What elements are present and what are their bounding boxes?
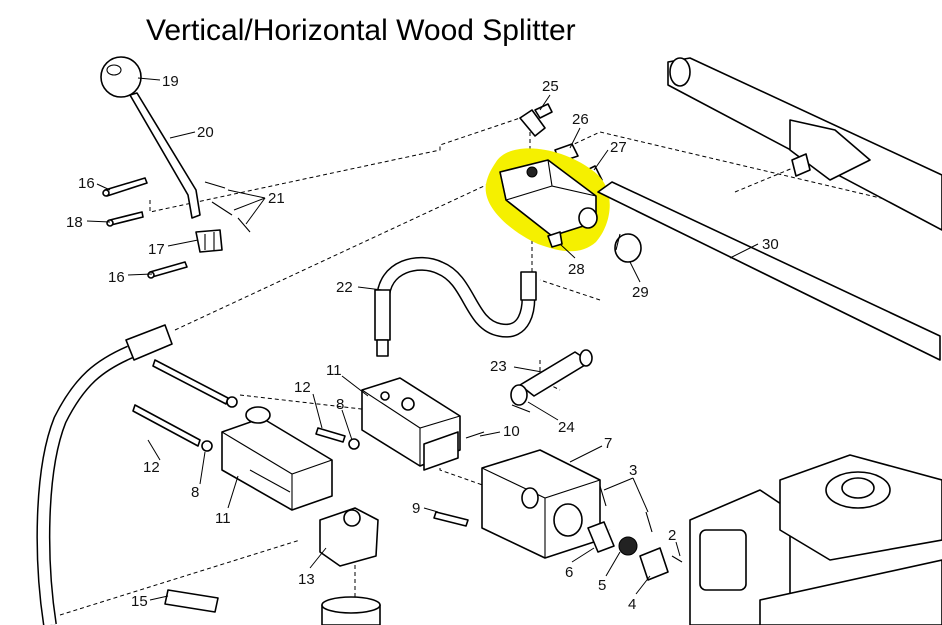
part-5-spider-insert [618,536,638,556]
part-18-bolt [106,211,144,227]
callout-4: 4 [628,596,636,613]
callout-13: 13 [298,571,315,588]
part-30-hydraulic-cylinder [597,57,942,361]
part-24-clamp [510,384,531,413]
part-11-valve-block-upper [361,377,461,471]
callout-5: 5 [598,577,606,594]
part-25-elbow-fitting [519,103,553,137]
part-9-bolt [433,511,469,527]
callout-17: 17 [148,241,165,258]
part-28-control-valve [499,159,598,248]
part-29-plug-cap [614,233,642,263]
callout-22: 22 [336,279,353,296]
callout-24: 24 [558,419,575,436]
part-10-key [465,431,485,439]
callout-30: 30 [762,236,779,253]
part-13-filter-head [319,507,379,567]
callout-15: 15 [131,593,148,610]
part-12-bolt-long-upper [152,359,238,408]
engine [689,454,942,625]
callout-23: 23 [490,358,507,375]
part-3-springs [599,485,653,533]
filter-canister [321,596,381,625]
callout-7: 7 [604,435,612,452]
part-20-control-lever [129,92,201,219]
leader-lines [86,77,759,601]
part-19-handle-knob [100,56,142,98]
part-4-coupler-half [639,547,669,581]
callout-6: 6 [565,564,573,581]
part-11-pump-lower [221,406,333,511]
callout-16-upper: 16 [78,175,95,192]
callout-28: 28 [568,261,585,278]
part-6-coupler-half [587,521,615,553]
part-2-key [671,555,683,563]
part-15-return-hose [36,324,219,625]
part-12-bolt-long-lower [132,404,213,452]
part-17-bracket [195,229,223,253]
callout-labels: 19 20 16 18 21 17 16 25 26 27 28 29 30 2… [66,73,779,613]
callout-19: 19 [162,73,179,90]
callout-9: 9 [412,500,420,517]
callout-12-lower: 12 [143,459,160,476]
part-23-filter-tube [519,349,593,397]
part-16-pin-upper [102,177,148,197]
diagram-title: Vertical/Horizontal Wood Splitter [146,14,576,47]
callout-10: 10 [503,423,520,440]
callout-18: 18 [66,214,83,231]
part-22-hydraulic-hose [374,256,537,357]
callout-8-upper: 8 [336,396,344,413]
part-8-washer-upper [348,438,360,450]
part-7-pump-housing [481,449,601,559]
callout-16-lower: 16 [108,269,125,286]
callout-29: 29 [632,284,649,301]
callout-26: 26 [572,111,589,128]
part-12-bolt-upper [315,427,346,443]
callout-25: 25 [542,78,559,95]
callout-2: 2 [668,527,676,544]
callout-3: 3 [629,462,637,479]
callout-21: 21 [268,190,285,207]
callout-11-upper: 11 [326,362,342,379]
callout-8-lower: 8 [191,484,199,501]
callout-12-upper: 12 [294,379,311,396]
callout-11-lower: 11 [215,510,231,527]
part-16-pin-lower [147,261,188,279]
callout-27: 27 [610,139,627,156]
callout-20: 20 [197,124,214,141]
part-21-cotter-pins [204,181,251,233]
